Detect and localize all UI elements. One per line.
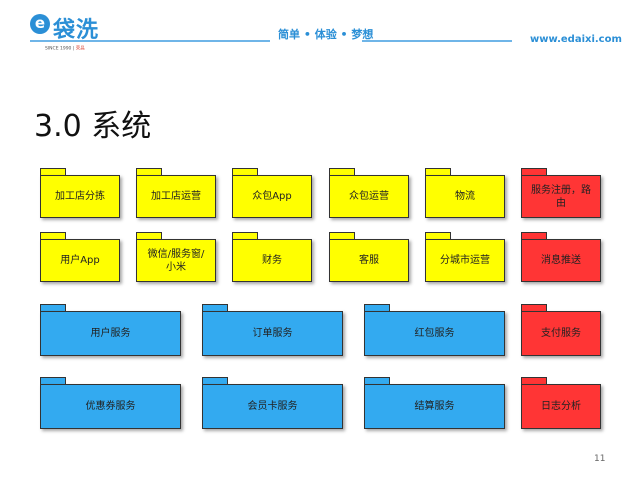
module-city-ops: 分城市运营 [425, 232, 505, 282]
folder-tab [329, 168, 355, 176]
module-membership-service: 会员卡服务 [202, 377, 343, 429]
module-label: 众包运营 [329, 175, 409, 218]
logo: e 袋洗 SINCE 1990 | 荣昌 [30, 14, 130, 54]
module-label: 用户服务 [40, 311, 181, 356]
folder-tab [364, 377, 390, 385]
folder-tab [425, 232, 451, 240]
module-label: 订单服务 [202, 311, 343, 356]
page-title: 3.0 系统 [34, 109, 152, 144]
module-label: 分城市运营 [425, 239, 505, 282]
module-redpacket-service: 红包服务 [364, 304, 505, 356]
module-label: 财务 [232, 239, 312, 282]
header-divider-right [362, 40, 512, 42]
website-url: www.edaixi.com [530, 34, 622, 45]
folder-tab [521, 168, 547, 176]
module-label: 优惠券服务 [40, 384, 181, 429]
module-user-service: 用户服务 [40, 304, 181, 356]
module-customer-service: 客服 [329, 232, 409, 282]
module-sorting: 加工店分拣 [40, 168, 120, 218]
folder-tab [521, 232, 547, 240]
module-label: 客服 [329, 239, 409, 282]
logo-since: SINCE 1990 | 荣昌 [45, 45, 85, 51]
folder-tab [329, 232, 355, 240]
folder-tab [521, 304, 547, 312]
folder-tab [425, 168, 451, 176]
module-crowd-app: 众包App [232, 168, 312, 218]
module-label: 结算服务 [364, 384, 505, 429]
module-label: 消息推送 [521, 239, 601, 282]
module-coupon-service: 优惠券服务 [40, 377, 181, 429]
folder-tab [40, 377, 66, 385]
since-brand: 荣昌 [75, 45, 85, 52]
module-label: 加工店运营 [136, 175, 216, 218]
module-wechat: 微信/服务窗/小米 [136, 232, 216, 282]
module-label: 用户App [40, 239, 120, 282]
header-divider-left [30, 40, 270, 42]
module-label: 服务注册，路由 [521, 175, 601, 218]
module-service-registry: 服务注册，路由 [521, 168, 601, 218]
folder-tab [202, 304, 228, 312]
folder-tab [364, 304, 390, 312]
since-separator: | [72, 45, 76, 52]
module-label: 物流 [425, 175, 505, 218]
module-label: 微信/服务窗/小米 [136, 239, 216, 282]
module-label: 会员卡服务 [202, 384, 343, 429]
folder-tab [232, 168, 258, 176]
module-finance: 财务 [232, 232, 312, 282]
folder-tab [40, 304, 66, 312]
module-crowd-ops: 众包运营 [329, 168, 409, 218]
module-label: 日志分析 [521, 384, 601, 429]
page-number: 11 [594, 454, 606, 464]
logo-mark: e [30, 14, 50, 34]
module-label: 红包服务 [364, 311, 505, 356]
folder-tab [136, 232, 162, 240]
module-log-analysis: 日志分析 [521, 377, 601, 429]
folder-tab [232, 232, 258, 240]
folder-tab [202, 377, 228, 385]
since-text: SINCE 1990 [45, 45, 72, 52]
module-logistics: 物流 [425, 168, 505, 218]
module-label: 支付服务 [521, 311, 601, 356]
module-label: 加工店分拣 [40, 175, 120, 218]
logo-text: 袋洗 [53, 18, 100, 43]
folder-tab [521, 377, 547, 385]
module-order-service: 订单服务 [202, 304, 343, 356]
module-settlement-service: 结算服务 [364, 377, 505, 429]
folder-tab [40, 232, 66, 240]
module-label: 众包App [232, 175, 312, 218]
slogan: 简单 • 体验 • 梦想 [278, 28, 374, 41]
folder-tab [40, 168, 66, 176]
module-payment-service: 支付服务 [521, 304, 601, 356]
module-user-app: 用户App [40, 232, 120, 282]
folder-tab [136, 168, 162, 176]
module-push: 消息推送 [521, 232, 601, 282]
module-store-ops: 加工店运营 [136, 168, 216, 218]
